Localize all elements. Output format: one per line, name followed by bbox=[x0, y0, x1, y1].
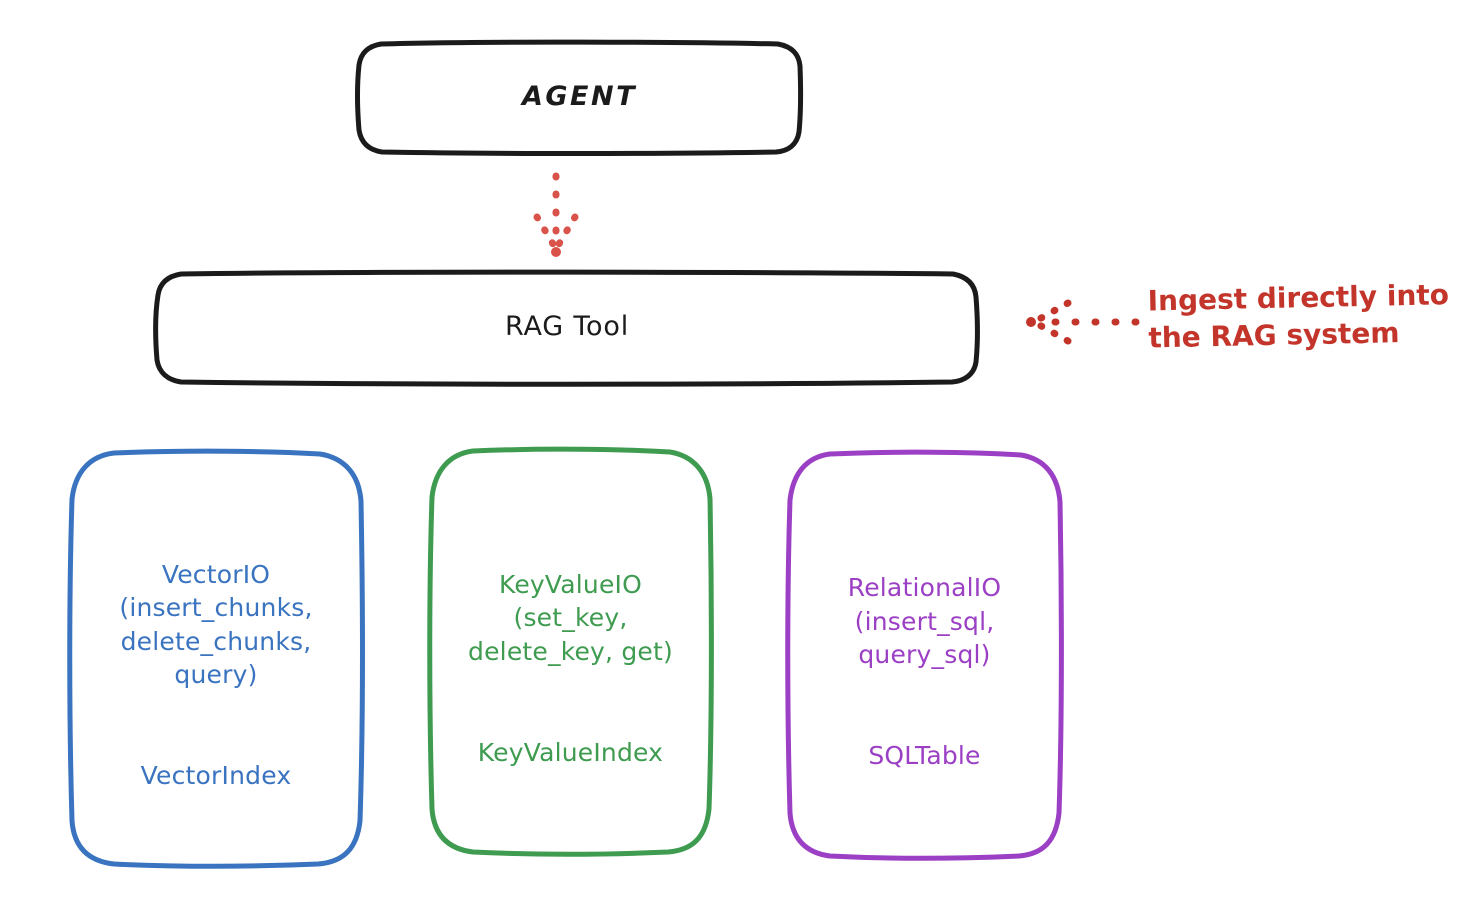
vector-io-api-label: VectorIO (insert_chunks, delete_chunks, … bbox=[119, 559, 313, 690]
node-vector-io[interactable]: VectorIO (insert_chunks, delete_chunks, … bbox=[67, 448, 365, 869]
key-value-io-index-label: KeyValueIndex bbox=[477, 737, 664, 767]
key-value-io-text-group: KeyValueIO (set_key, delete_key, get) Ke… bbox=[468, 534, 673, 769]
annotation-ingest-directly: Ingest directly into the RAG system bbox=[1147, 278, 1450, 355]
relational-io-api-label: RelationalIO (insert_sql, query_sql) bbox=[847, 573, 1002, 669]
arrow-agent-to-rag-tool bbox=[533, 172, 579, 257]
relational-io-text-group: RelationalIO (insert_sql, query_sql) SQL… bbox=[848, 538, 1002, 773]
agent-label: AGENT bbox=[521, 81, 637, 113]
rag-tool-label: RAG Tool bbox=[504, 311, 629, 343]
key-value-io-api-label: KeyValueIO (set_key, delete_key, get) bbox=[468, 569, 673, 666]
vector-io-text-group: VectorIO (insert_chunks, delete_chunks, … bbox=[119, 524, 312, 793]
arrow-note-to-rag-tool bbox=[1026, 299, 1140, 345]
key-value-io-spacer bbox=[468, 668, 673, 702]
vector-io-index-label: VectorIndex bbox=[140, 761, 292, 791]
node-relational-io[interactable]: RelationalIO (insert_sql, query_sql) SQL… bbox=[785, 449, 1064, 861]
node-agent[interactable]: AGENT bbox=[355, 39, 804, 156]
node-rag-tool[interactable]: RAG Tool bbox=[153, 269, 980, 387]
vector-io-spacer bbox=[119, 692, 312, 726]
node-key-value-io[interactable]: KeyValueIO (set_key, delete_key, get) Ke… bbox=[427, 446, 714, 857]
relational-io-spacer bbox=[848, 672, 1002, 706]
relational-io-index-label: SQLTable bbox=[868, 741, 981, 770]
